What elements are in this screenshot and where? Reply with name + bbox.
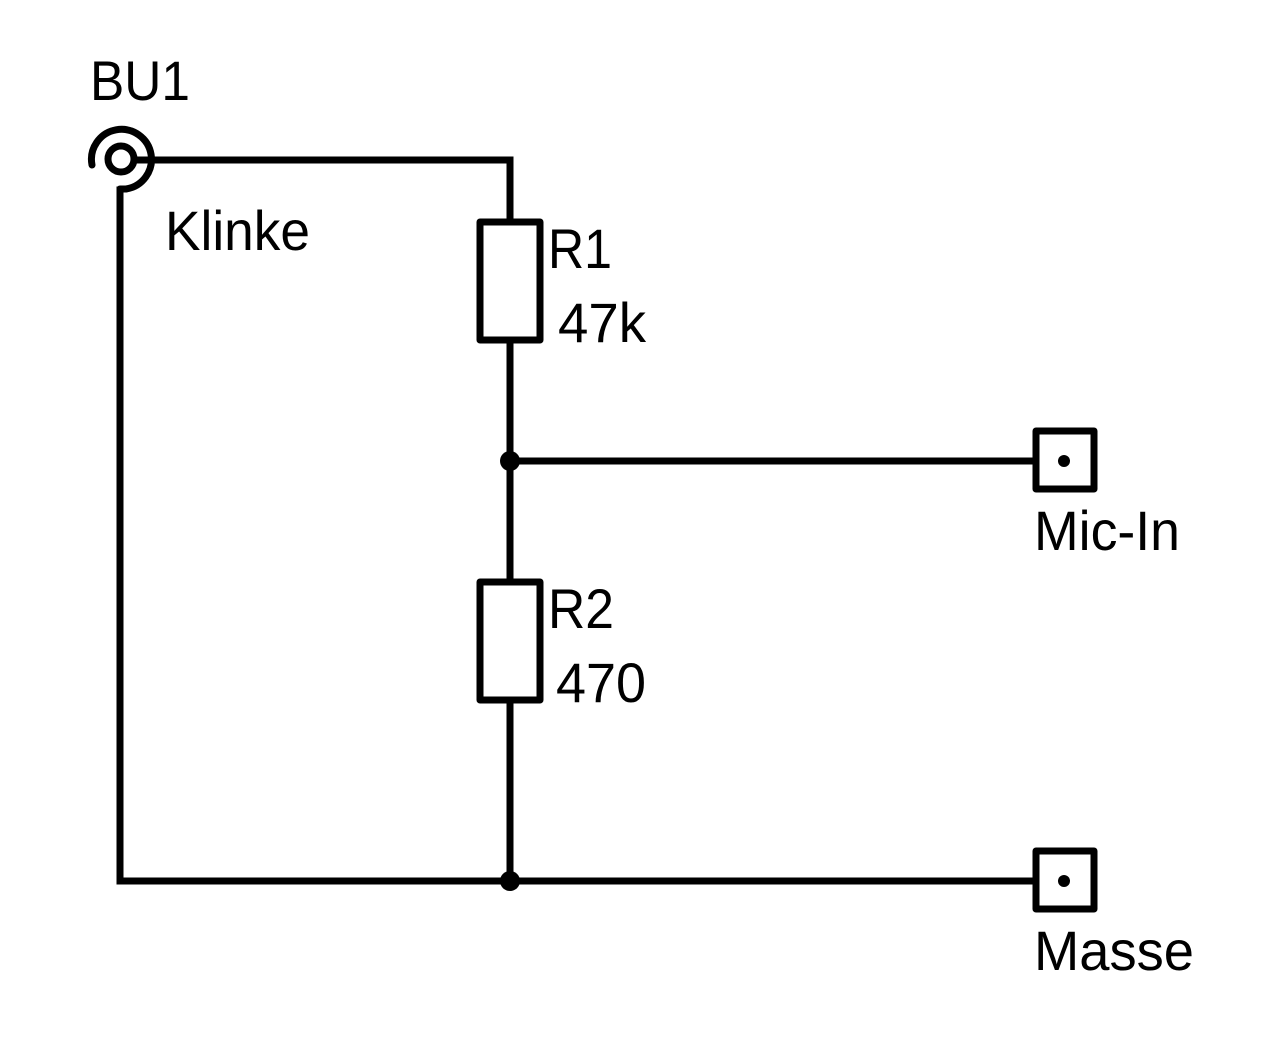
resistor-r2 (476, 578, 544, 704)
pad-mic-in (1032, 427, 1098, 493)
connector-value-label: Klinke (165, 199, 310, 262)
r2-value-label: 470 (556, 651, 646, 714)
pad-masse-label: Masse (1034, 919, 1194, 982)
connector-ref-label: BU1 (90, 49, 190, 112)
pad-masse (1032, 847, 1098, 913)
r1-value-label: 47k (558, 291, 647, 354)
pad-mic-in-label: Mic-In (1034, 499, 1180, 562)
resistor-r1 (476, 218, 544, 344)
junction-dot (500, 451, 520, 471)
jack-socket-icon (87, 125, 155, 193)
r2-ref-label: R2 (548, 577, 614, 640)
wire-jack-sleeve-to-ground (116, 186, 1068, 885)
r1-ref-label: R1 (548, 217, 612, 280)
junction-dot (500, 871, 520, 891)
wire-jack-tip-to-r1 (136, 156, 514, 226)
